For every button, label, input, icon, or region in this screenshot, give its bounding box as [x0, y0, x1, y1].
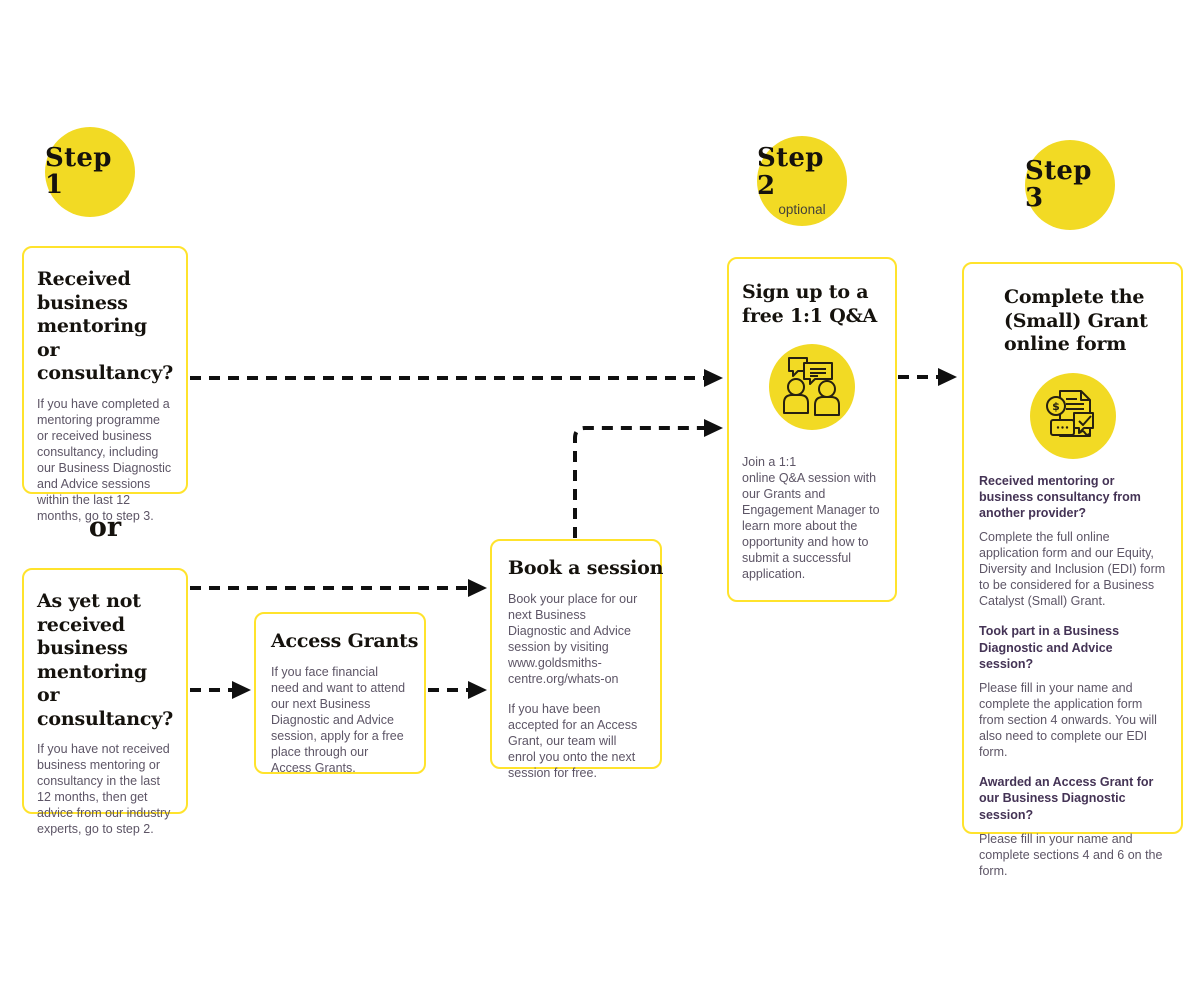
card-book-session-title: Book a session — [508, 557, 664, 579]
card-access-grants-body: If you face financial need and want to a… — [271, 664, 406, 775]
card-access-grants-title: Access Grants — [271, 630, 419, 652]
card-received-mentoring: Received business mentoring or consultan… — [22, 246, 188, 523]
or-label: or — [88, 512, 122, 543]
card-complete-grant-form: Complete the (Small) Grant online form $ — [962, 262, 1183, 878]
card-book-session-body-1: Book your place for our next Business Di… — [508, 591, 638, 686]
arrowhead-icon — [704, 419, 723, 437]
grant-form-icon: $ — [1029, 372, 1116, 459]
arrowhead-icon — [938, 368, 957, 386]
section-body-access-grant: Please fill in your name and complete se… — [979, 831, 1163, 878]
arrowhead-icon — [468, 579, 487, 597]
card-signup-title: Sign up to a free 1:1 Q&A — [742, 281, 878, 327]
card-complete-title: Complete the (Small) Grant online form — [1004, 286, 1148, 356]
svg-text:$: $ — [1052, 400, 1060, 413]
step-1-badge: Step 1 — [45, 127, 135, 217]
arrowhead-icon — [468, 681, 487, 699]
arrowhead-icon — [704, 369, 723, 387]
card-book-session-body-2: If you have been accepted for an Access … — [508, 701, 638, 780]
arrowhead-icon — [232, 681, 251, 699]
qa-conversation-icon — [769, 344, 855, 431]
arrow-book-to-signup — [573, 426, 704, 538]
section-heading-access-grant: Awarded an Access Grant for our Business… — [979, 775, 1154, 822]
card-book-session: Book a session Book your place for our n… — [490, 539, 664, 780]
step-2-optional-label: optional — [778, 201, 826, 217]
card-received-body: If you have completed a mentoring progra… — [37, 396, 172, 523]
grant-form-icon: $ — [1045, 389, 1094, 437]
card-not-received-body: If you have not received business mentor… — [37, 742, 171, 837]
card-access-grants: Access Grants If you face financial need… — [254, 612, 426, 775]
step-3-badge: Step 3 — [1025, 140, 1115, 230]
step-2-label: Step 2 — [757, 143, 824, 201]
card-not-received-title: As yet not received business mentoring o… — [37, 590, 174, 730]
section-body-diagnostic-session: Please fill in your name and complete th… — [979, 681, 1157, 760]
qa-conversation-icon — [783, 357, 840, 417]
step-1-label: Step 1 — [45, 142, 112, 200]
section-heading-diagnostic-session: Took part in a Business Diagnostic and A… — [979, 624, 1120, 671]
section-body-other-provider: Complete the full online application for… — [979, 530, 1166, 609]
card-received-title: Received business mentoring or consultan… — [37, 268, 174, 385]
step-3-label: Step 3 — [1025, 155, 1092, 213]
card-signup-qa: Sign up to a free 1:1 Q&A Join a 1:1 onl… — [727, 257, 897, 602]
card-not-received-mentoring: As yet not received business mentoring o… — [22, 568, 188, 836]
step-2-badge: Step 2 optional — [757, 136, 847, 226]
card-signup-body: Join a 1:1 online Q&A session with our G… — [742, 455, 880, 582]
section-heading-other-provider: Received mentoring or business consultan… — [979, 473, 1141, 521]
